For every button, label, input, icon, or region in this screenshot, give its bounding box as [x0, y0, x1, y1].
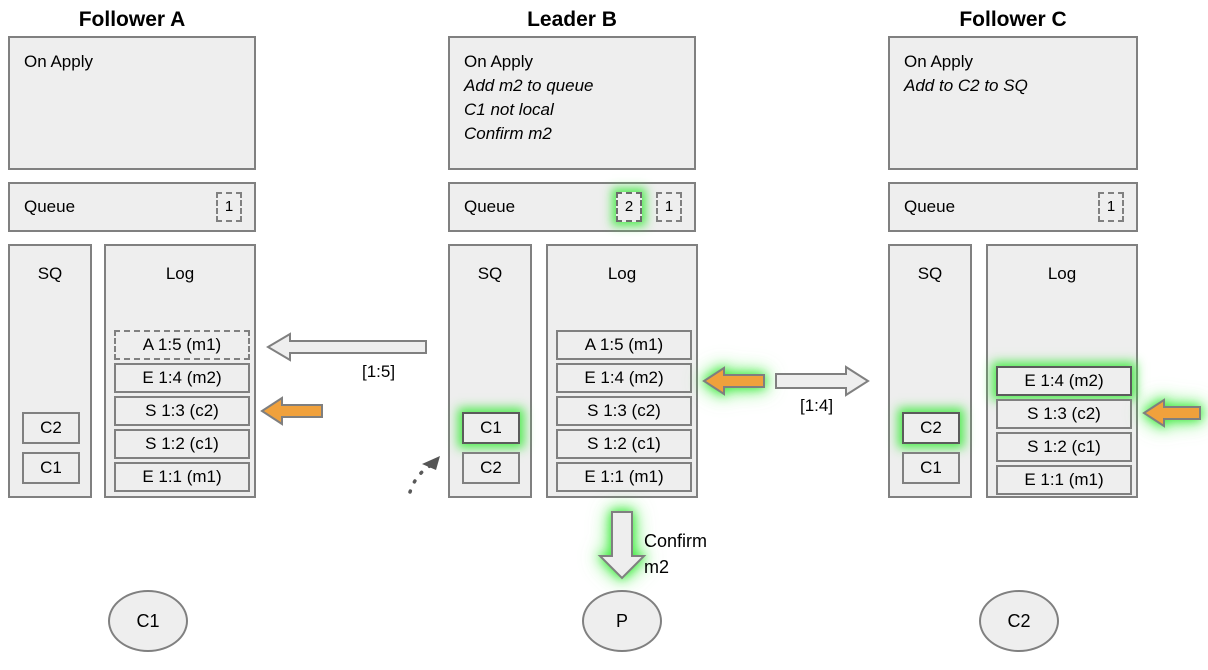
sq-label: SQ: [37, 264, 63, 283]
on-apply-panel-follower-a: On Apply: [8, 36, 256, 170]
commit-pointer-glow-follower-c: [1142, 398, 1202, 428]
on-apply-panel-leader-b: On Apply Add m2 to queue C1 not local Co…: [448, 36, 696, 170]
on-apply-line: Confirm m2: [464, 124, 552, 143]
queue-token-highlighted[interactable]: 2: [616, 192, 642, 222]
on-apply-header: On Apply: [24, 52, 93, 71]
on-apply-header: On Apply: [904, 52, 973, 71]
queue-token[interactable]: 1: [216, 192, 242, 222]
queue-label: Queue: [24, 197, 76, 216]
queue-label: Queue: [904, 197, 956, 216]
confirm-note-label: Confirm m2: [644, 531, 708, 577]
log-entry[interactable]: S 1:3 (c2): [556, 396, 692, 426]
log-label: Log: [1047, 264, 1077, 283]
queue-token[interactable]: 1: [656, 192, 682, 222]
sq-panel-follower-c: SQ C2 C1: [888, 244, 972, 498]
commit-pointer-arrow-follower-a: [260, 396, 323, 426]
log-entry[interactable]: S 1:2 (c1): [556, 429, 692, 459]
log-entry[interactable]: S 1:2 (c1): [996, 432, 1132, 462]
queue-panel-follower-c: Queue 1: [888, 182, 1138, 232]
client-circle-leader-b[interactable]: P: [582, 590, 662, 652]
column-title-follower-c: Follower C: [959, 8, 1067, 31]
log-entry[interactable]: S 1:2 (c1): [114, 429, 250, 459]
log-entry[interactable]: E 1:4 (m2): [114, 363, 250, 393]
commit-pointer-glow-leader-b: [702, 366, 766, 396]
queue-panel-leader-b: Queue 2 1: [448, 182, 696, 232]
sq-label: SQ: [477, 264, 503, 283]
sq-panel-leader-b: SQ C1 C2: [448, 244, 532, 498]
commit-pointer-arrow-leader-b: [702, 366, 765, 396]
queue-panel-follower-a: Queue 1: [8, 182, 256, 232]
log-entry[interactable]: A 1:5 (m1): [556, 330, 692, 360]
client-circle-follower-c[interactable]: C2: [979, 590, 1059, 652]
confirm-down-arrow: [597, 511, 647, 580]
replicate-right-label: [1:4]: [800, 396, 834, 415]
log-entry[interactable]: E 1:1 (m1): [114, 462, 250, 492]
sq-item[interactable]: C1: [902, 452, 960, 484]
column-title-follower-a: Follower A: [78, 8, 186, 31]
on-apply-panel-follower-c: On Apply Add to C2 to SQ: [888, 36, 1138, 170]
log-entry[interactable]: E 1:1 (m1): [996, 465, 1132, 495]
log-label: Log: [165, 264, 195, 283]
replicate-left-label: [1:5]: [362, 362, 396, 381]
on-apply-line: C1 not local: [464, 100, 554, 119]
queue-token[interactable]: 1: [1098, 192, 1124, 222]
log-entry-highlighted[interactable]: E 1:4 (m2): [996, 366, 1132, 396]
queue-label: Queue: [464, 197, 516, 216]
confirm-arrow-glow: [597, 511, 647, 580]
client-circle-follower-a[interactable]: C1: [108, 590, 188, 652]
on-apply-header: On Apply: [464, 52, 533, 71]
dotted-connector-arrow-c1-to-sq: [408, 456, 440, 494]
sq-panel-follower-a: SQ C2 C1: [8, 244, 92, 498]
log-entry[interactable]: S 1:3 (c2): [114, 396, 250, 426]
replicate-arrow-b-to-a: [266, 332, 427, 362]
log-panel-follower-a: Log A 1:5 (m1) E 1:4 (m2) S 1:3 (c2) S 1…: [104, 244, 256, 498]
sq-item[interactable]: C1: [22, 452, 80, 484]
sq-item[interactable]: C2: [22, 412, 80, 444]
log-panel-leader-b: Log A 1:5 (m1) E 1:4 (m2) S 1:3 (c2) S 1…: [546, 244, 698, 498]
log-label: Log: [607, 264, 637, 283]
sq-item-highlighted[interactable]: C1: [462, 412, 520, 444]
log-panel-follower-c: Log E 1:4 (m2) S 1:3 (c2) S 1:2 (c1) E 1…: [986, 244, 1138, 498]
on-apply-line: Add m2 to queue: [464, 76, 594, 95]
log-entry[interactable]: S 1:3 (c2): [996, 399, 1132, 429]
sq-label: SQ: [917, 264, 943, 283]
log-entry[interactable]: A 1:5 (m1): [114, 330, 250, 360]
on-apply-line: Add to C2 to SQ: [904, 76, 1028, 95]
sq-item-highlighted[interactable]: C2: [902, 412, 960, 444]
log-entry[interactable]: E 1:1 (m1): [556, 462, 692, 492]
log-entry[interactable]: E 1:4 (m2): [556, 363, 692, 393]
commit-pointer-arrow-follower-c: [1142, 398, 1201, 428]
column-title-leader-b: Leader B: [527, 8, 617, 31]
sq-item[interactable]: C2: [462, 452, 520, 484]
replicate-arrow-b-to-c: [775, 365, 870, 397]
